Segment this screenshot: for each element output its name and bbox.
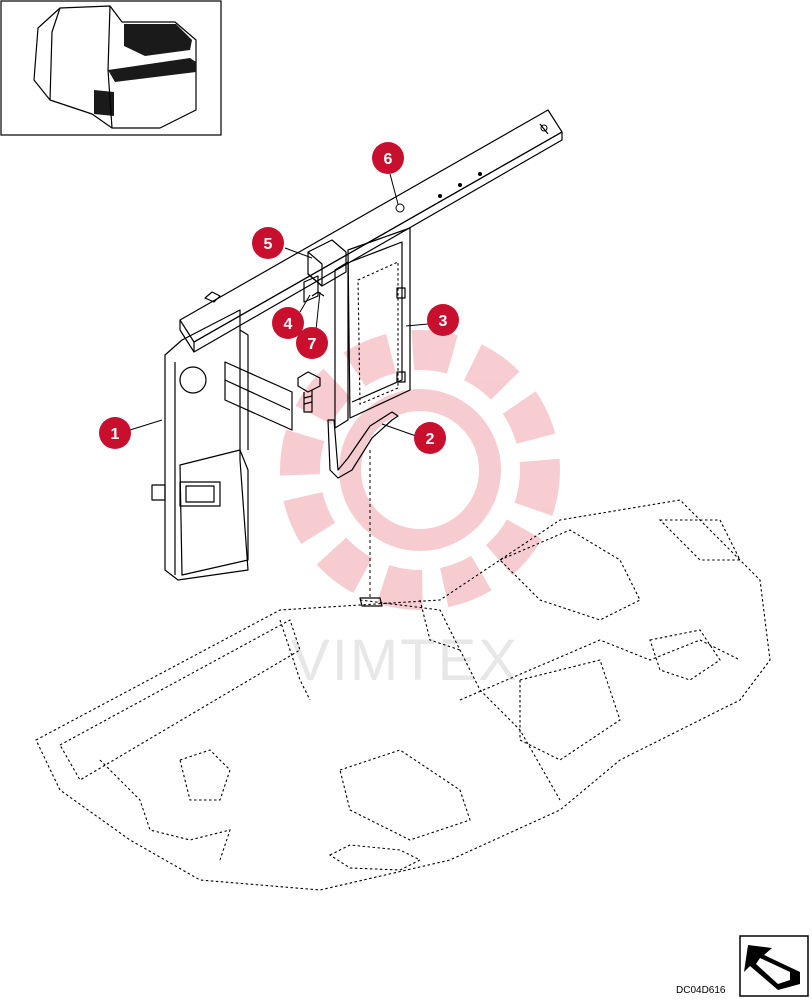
svg-text:1: 1 — [111, 426, 120, 443]
machine-thumbnail-icon — [0, 0, 222, 136]
drawing-code: DC04D616 — [676, 985, 726, 996]
svg-text:5: 5 — [264, 236, 273, 253]
callout-5[interactable]: 5 — [252, 227, 284, 259]
front-panel — [334, 227, 411, 429]
watermark: VIMTEX — [280, 330, 560, 693]
callout-2[interactable]: 2 — [414, 422, 446, 454]
svg-text:7: 7 — [308, 336, 317, 353]
watermark-gear-icon — [280, 330, 560, 610]
callout-1[interactable]: 1 — [99, 417, 131, 449]
svg-text:6: 6 — [384, 151, 393, 168]
watermark-text: VIMTEX — [291, 628, 519, 693]
seal-strip — [327, 411, 399, 479]
mount-locator-pad — [359, 597, 383, 607]
callout-leaders — [129, 173, 429, 437]
rail-beam — [179, 109, 563, 353]
bracket-assembly — [303, 239, 347, 303]
callout-7[interactable]: 7 — [296, 327, 328, 359]
orientation-arrow-icon — [739, 935, 809, 997]
svg-text:4: 4 — [284, 316, 293, 333]
svg-text:2: 2 — [426, 431, 435, 448]
side-panel — [151, 309, 293, 581]
bolt — [297, 371, 321, 413]
svg-text:3: 3 — [439, 313, 448, 330]
watermark-gear-ring — [339, 389, 501, 551]
upper-frame-outline — [35, 499, 771, 891]
callout-6[interactable]: 6 — [372, 142, 404, 174]
callout-4[interactable]: 4 — [272, 307, 304, 339]
callout-3[interactable]: 3 — [427, 304, 459, 336]
